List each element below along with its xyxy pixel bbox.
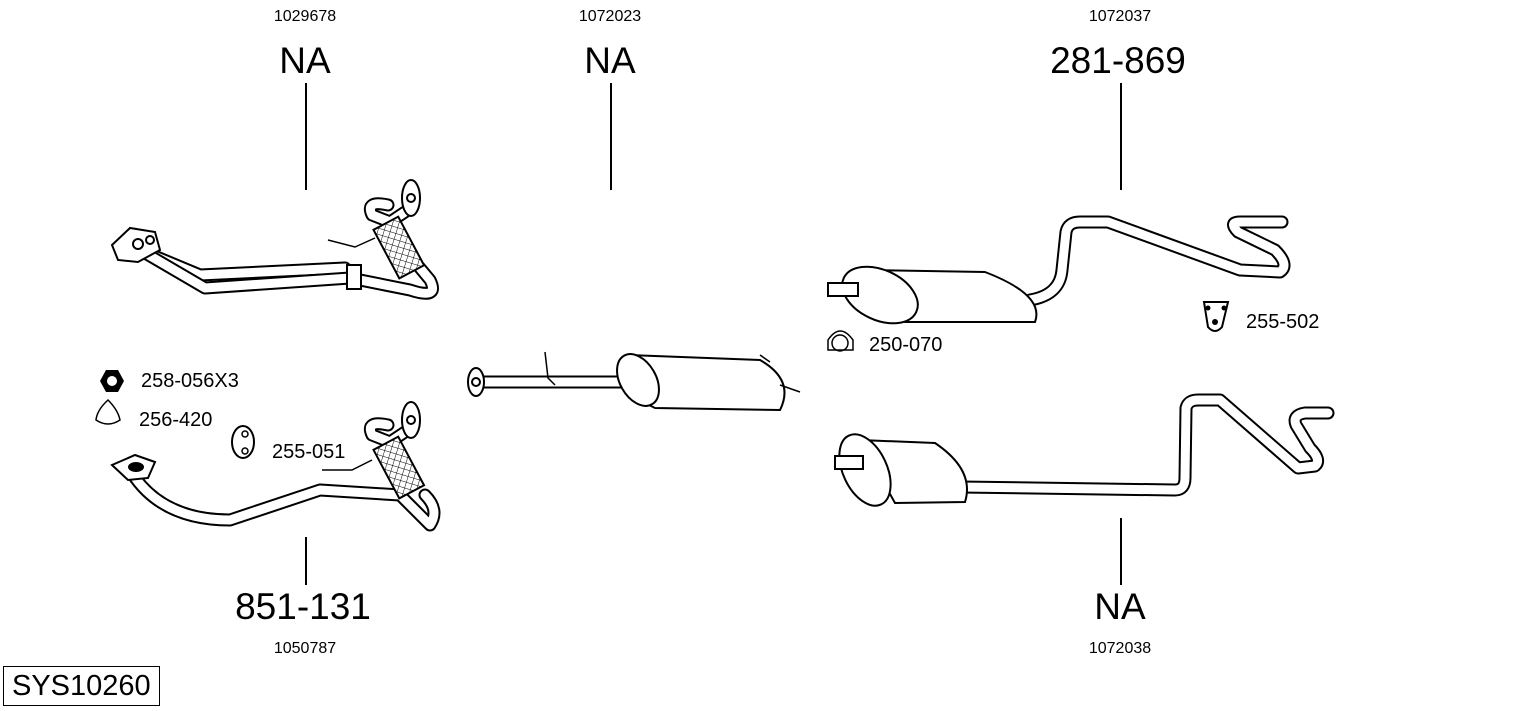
mounting-bracket-icon [1202, 301, 1230, 332]
accessory-code[interactable]: 258-056X3 [141, 370, 239, 392]
part-ref: 1072023 [578, 8, 642, 25]
accessory-code[interactable]: 255-502 [1246, 311, 1320, 333]
rubber-hanger-icon [231, 425, 255, 459]
rear-silencer-drawing [827, 222, 1284, 325]
part-ref: 1072038 [1088, 640, 1152, 657]
part-ref: 1029678 [273, 8, 337, 25]
accessory-code[interactable]: 250-070 [869, 334, 943, 356]
pipe-clamp-icon [827, 330, 854, 352]
leader-line [305, 537, 307, 585]
hex-nut-icon [100, 370, 124, 392]
part-ref: 1050787 [273, 640, 337, 657]
part-code[interactable]: NA [584, 40, 636, 81]
leader-line [1120, 518, 1122, 585]
part-ref: 1072037 [1088, 8, 1152, 25]
leader-line [1120, 83, 1122, 190]
front-pipe-2-drawing [110, 401, 434, 525]
accessory-code[interactable]: 255-051 [272, 441, 346, 463]
front-pipe-drawing [110, 179, 433, 293]
leader-line [610, 83, 612, 190]
middle-silencer-drawing [467, 351, 801, 412]
gasket-icon [95, 398, 121, 425]
diagram-code: SYS10260 [3, 666, 160, 706]
accessory-code[interactable]: 256-420 [139, 409, 213, 431]
leader-line [305, 83, 307, 190]
part-code[interactable]: NA [279, 40, 331, 81]
part-code[interactable]: 851-131 [235, 586, 371, 627]
part-code[interactable]: 281-869 [1050, 40, 1186, 81]
rear-silencer-2-drawing [834, 400, 1328, 507]
part-code[interactable]: NA [1094, 586, 1146, 627]
